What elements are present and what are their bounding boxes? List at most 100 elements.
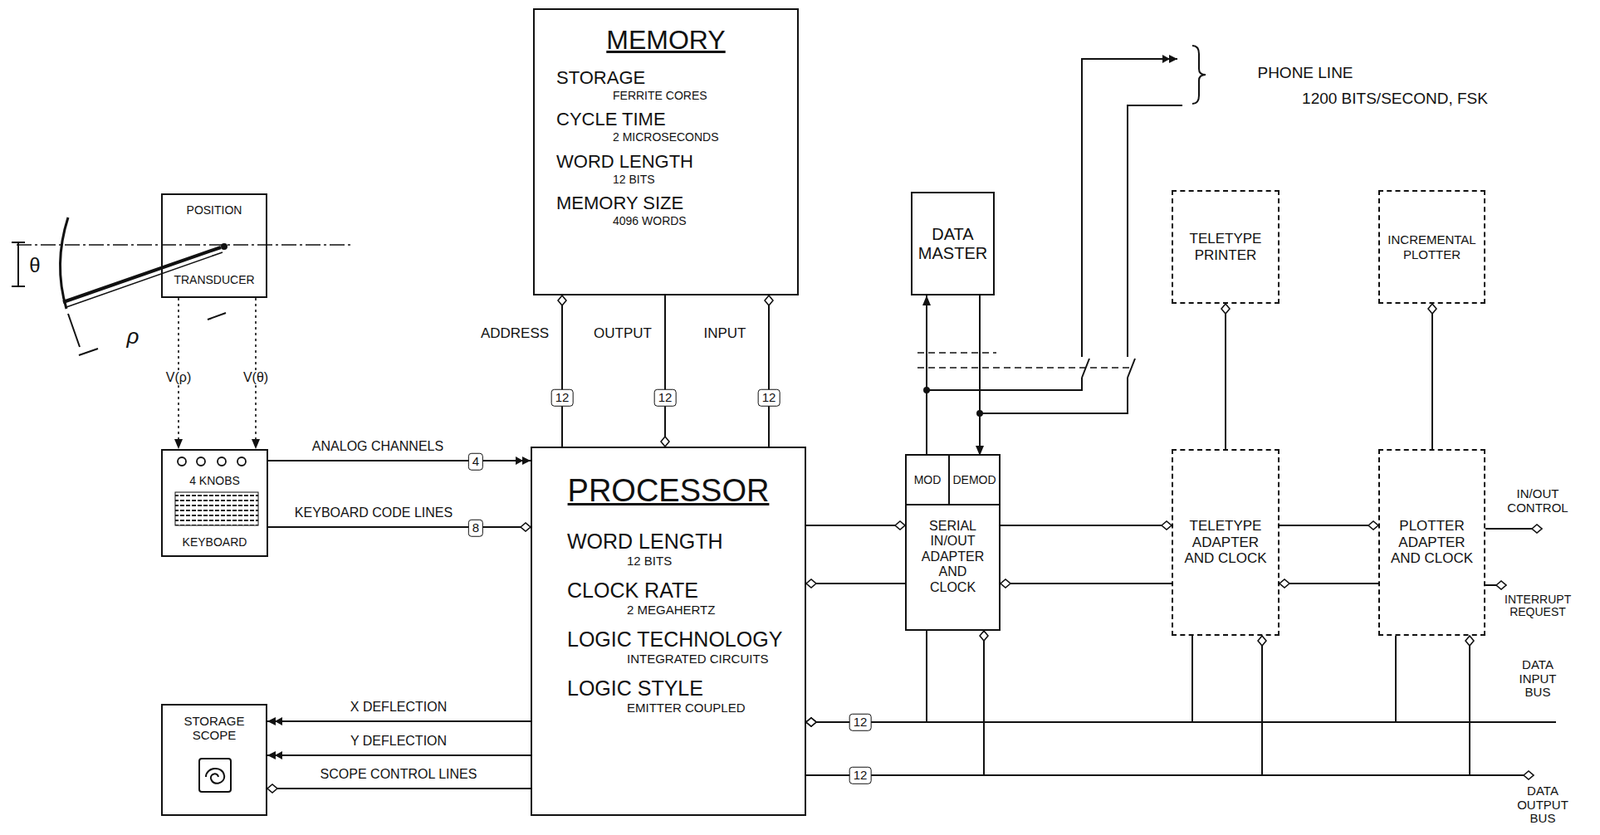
connector xyxy=(1000,524,1172,527)
demod-cell: DEMOD xyxy=(949,455,999,506)
connector xyxy=(806,636,1470,776)
connector xyxy=(806,636,1263,776)
box-text: 4096 WORDS xyxy=(612,214,794,228)
annotation-label: PHONE LINE xyxy=(1254,64,1356,83)
keyboard-knobs xyxy=(177,457,246,466)
box-text: INCREMENTAL PLOTTER xyxy=(1383,232,1481,262)
box-text: MEMORY SIZE xyxy=(556,192,794,214)
box-text: STORAGE SCOPE xyxy=(172,714,256,744)
box-text: INTEGRATED CIRCUITS xyxy=(626,651,802,666)
annotation-label: DATA OUTPUT BUS xyxy=(1514,784,1572,827)
signal-label: SCOPE CONTROL LINES xyxy=(318,767,480,783)
box-text: KEYBOARD xyxy=(166,535,264,549)
box-text: CLOCK RATE xyxy=(567,578,802,603)
connector xyxy=(561,295,563,447)
box-text: MOD xyxy=(908,473,947,487)
box-text: CYCLE TIME xyxy=(556,108,794,130)
bus-width-number: 12 xyxy=(758,389,781,407)
box-text: WORD LENGTH xyxy=(556,151,794,172)
annotation-label: OUTPUT xyxy=(591,326,655,343)
connector xyxy=(768,295,770,447)
box-text: EMITTER COUPLED xyxy=(626,700,802,715)
box-text: 12 BITS xyxy=(626,553,802,568)
annotation-label: INTERRUPT REQUEST xyxy=(1502,593,1574,620)
bus-width-number: 8 xyxy=(468,519,484,538)
heading: MEMORY xyxy=(538,24,794,56)
box-text: STORAGE xyxy=(556,67,794,89)
connector xyxy=(1279,524,1379,527)
box-text: POSITION xyxy=(166,203,263,217)
connector xyxy=(664,295,666,447)
connector xyxy=(806,631,927,723)
box-text: LOGIC TECHNOLOGY xyxy=(567,627,802,652)
box-text: SERIAL IN/OUT ADAPTER AND CLOCK xyxy=(915,518,991,596)
scope-screen xyxy=(199,758,231,793)
bus-width-number: 12 xyxy=(849,767,872,785)
connector xyxy=(268,526,531,529)
bus-width-number: 12 xyxy=(551,389,574,407)
connector xyxy=(1000,582,1172,585)
box-text: 2 MEGAHERTZ xyxy=(626,602,802,617)
signal-label: V(ρ) xyxy=(163,370,194,386)
box-text: 2 MICROSECONDS xyxy=(612,130,794,144)
annotation-label: ADDRESS xyxy=(478,326,552,343)
box-text: TRANSDUCER xyxy=(166,273,263,287)
keyboard-keys xyxy=(175,492,259,526)
annotation-label: ρ xyxy=(124,324,142,349)
signal-label: Y DEFLECTION xyxy=(347,733,450,749)
box-text: FERRITE CORES xyxy=(612,88,794,103)
annotation-label: IN/OUT CONTROL xyxy=(1504,487,1571,515)
connector xyxy=(267,787,531,790)
connector xyxy=(267,754,531,757)
box-text: TELETYPE ADAPTER AND CLOCK xyxy=(1184,518,1268,568)
signal-label: V(θ) xyxy=(240,370,271,386)
box-text: PLOTTER ADAPTER AND CLOCK xyxy=(1390,518,1474,568)
signal-label: X DEFLECTION xyxy=(347,699,450,715)
scope-box: STORAGE SCOPE xyxy=(161,704,268,817)
connector xyxy=(1224,303,1227,450)
box-text: 4 KNOBS xyxy=(166,474,264,488)
connector xyxy=(806,582,906,585)
serial-adapter-box: SERIAL IN/OUT ADAPTER AND CLOCK MOD DEMOD xyxy=(905,454,1001,632)
connector xyxy=(806,524,906,527)
box-text: TELETYPE PRINTER xyxy=(1182,230,1269,264)
box-text: DEMOD xyxy=(951,473,998,487)
signal-label: KEYBOARD CODE LINES xyxy=(292,505,456,521)
connector xyxy=(925,295,928,456)
box-text: 12 BITS xyxy=(612,172,794,186)
transducer-illustration xyxy=(11,217,353,356)
teletype-adapter-box: TELETYPE ADAPTER AND CLOCK xyxy=(1171,449,1280,637)
bus-width-number: 12 xyxy=(849,714,872,732)
annotation-label: θ xyxy=(26,254,43,277)
bus-width-number: 4 xyxy=(468,453,484,471)
connector xyxy=(806,631,984,776)
heading: PROCESSOR xyxy=(535,473,802,510)
connector xyxy=(978,295,981,456)
printer-box: TELETYPE PRINTER xyxy=(1171,190,1280,304)
annotation-label: INPUT xyxy=(701,326,749,343)
plotter-box: INCREMENTAL PLOTTER xyxy=(1378,190,1486,304)
box-text: LOGIC STYLE xyxy=(567,676,802,701)
processor-box: PROCESSOR WORD LENGTH12 BITS CLOCK RATE2 M… xyxy=(530,446,807,817)
connector xyxy=(806,636,1193,723)
box-text: DATA MASTER xyxy=(915,225,990,264)
transducer-box: POSITION TRANSDUCER xyxy=(161,193,268,299)
bus-width-number: 12 xyxy=(654,389,677,407)
memory-box: MEMORY STORAGEFERRITE CORES CYCLE TIME2 MI… xyxy=(533,8,799,296)
connector xyxy=(267,720,531,723)
mod-cell: MOD xyxy=(906,455,950,506)
connector xyxy=(806,636,1396,723)
box-text: WORD LENGTH xyxy=(567,529,802,554)
keyboard-box: 4 KNOBS KEYBOARD xyxy=(161,449,269,558)
connector xyxy=(1279,582,1379,585)
connector xyxy=(268,459,531,462)
plotter-adapter-box: PLOTTER ADAPTER AND CLOCK xyxy=(1378,449,1486,637)
annotation-label: 1200 BITS/SECOND, FSK xyxy=(1299,90,1491,108)
connector xyxy=(1431,303,1434,450)
signal-label: ANALOG CHANNELS xyxy=(309,439,446,455)
data-master-box: DATA MASTER xyxy=(910,191,995,296)
annotation-label: DATA INPUT BUS xyxy=(1507,658,1570,700)
